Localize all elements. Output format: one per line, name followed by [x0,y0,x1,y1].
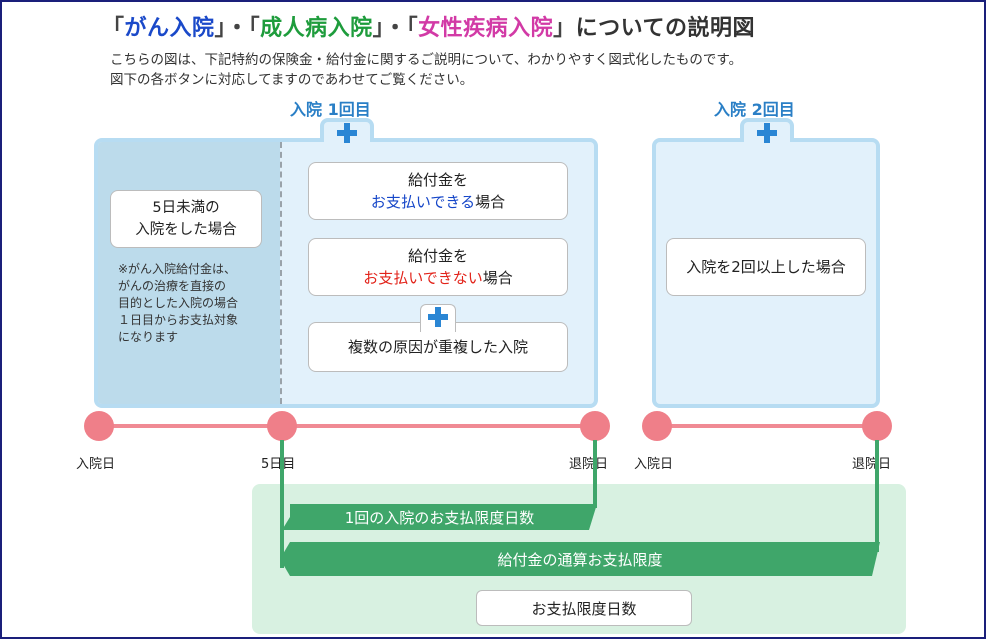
per-stay-limit-label: 1回の入院のお支払限度日数 [344,508,535,527]
title-bracket-open-1: 「 [102,16,125,41]
day5-dot [267,411,297,441]
discharge-label-2: 退院日 [852,457,892,472]
timeline-first [98,424,594,428]
title-bracket-close-1: 」 [214,16,227,41]
payable-suffix: 場合 [475,193,506,211]
payable-line-2: お支払いできる場合 [371,191,505,213]
day5-label: 5日目 [261,457,296,472]
description-line-2: 図下の各ボタンに対応してますのであわせてご覧ください。 [110,72,474,88]
admission-label-1: 入院日 [76,457,116,472]
admission-dot-2 [642,411,672,441]
first-admission-title: 入院 1回目 [290,100,371,119]
cancer-note-line-1: ※がん入院給付金は、 [118,262,237,276]
page-title: 「がん入院」・「成人病入院」・「女性疾病入院」についての説明図 [102,10,755,42]
payable-box[interactable]: 給付金を お支払いできる場合 [308,162,568,220]
plus-icon [428,307,448,327]
per-stay-limit-arrow: 1回の入院のお支払限度日数 [282,504,597,530]
discharge-label-1: 退院日 [569,457,609,472]
title-bracket-open-3: 「 [406,16,419,41]
title-bracket-close-2: 」 [372,16,385,41]
description-line-1: こちらの図は、下記特約の保険金・給付金に関するご説明について、わかりやすく図式化… [110,52,743,68]
payable-emphasis: お支払いできる [370,193,476,211]
cancer-note-line-3: 目的とした入院の場合 [118,296,239,310]
cancer-note-line-2: がんの治療を直接の [118,279,227,293]
admission-dot-1 [84,411,114,441]
total-limit-arrow: 給付金の通算お支払限度 [280,542,880,576]
limit-days-button[interactable]: お支払限度日数 [476,590,692,626]
not-payable-emphasis: お支払いできない [363,269,483,287]
title-dot-1: ・ [226,16,249,41]
day5-connector [280,440,284,568]
multiple-admissions-label: 入院を2回以上した場合 [686,258,846,276]
total-limit-label: 給付金の通算お支払限度 [497,550,663,569]
admission-label-2: 入院日 [634,457,674,472]
discharge-dot-2 [862,411,892,441]
title-dot-2: ・ [384,16,407,41]
multiple-causes-label: 複数の原因が重複した入院 [347,338,528,356]
short-stay-zone [98,142,280,404]
plus-icon [337,123,357,143]
title-bracket-close-3: 」 [553,16,576,41]
payable-line-1: 給付金を [407,171,468,189]
day5-dashed-line [280,142,282,404]
cancer-note: ※がん入院給付金は、 がんの治療を直接の 目的とした入院の場合 １日目からお支払… [118,261,238,346]
title-bracket-open-2: 「 [248,16,261,41]
plus-icon [757,123,777,143]
discharge-dot-1 [580,411,610,441]
short-stay-line-1: 5日未満の [152,200,220,216]
not-payable-line-1: 給付金を [407,247,468,265]
short-stay-line-2: 入院をした場合 [135,222,237,238]
short-stay-box[interactable]: 5日未満の 入院をした場合 [110,190,262,248]
limit-days-label: お支払限度日数 [531,599,637,618]
title-seijin: 成人病入院 [260,16,373,41]
cancer-note-line-4: １日目からお支払対象 [118,313,239,327]
discharge2-connector [875,440,879,552]
not-payable-box[interactable]: 給付金を お支払いできない場合 [308,238,568,296]
cancer-note-line-5: になります [118,330,179,344]
discharge1-connector [593,440,597,508]
not-payable-line-2: お支払いできない場合 [363,267,513,289]
multiple-admissions-box[interactable]: 入院を2回以上した場合 [666,238,866,296]
not-payable-suffix: 場合 [482,269,513,287]
timeline-second [656,424,876,428]
title-josei: 女性疾病入院 [418,16,554,41]
title-gan: がん入院 [124,16,215,41]
title-suffix: についての説明図 [575,16,756,41]
second-admission-title: 入院 2回目 [714,100,795,119]
